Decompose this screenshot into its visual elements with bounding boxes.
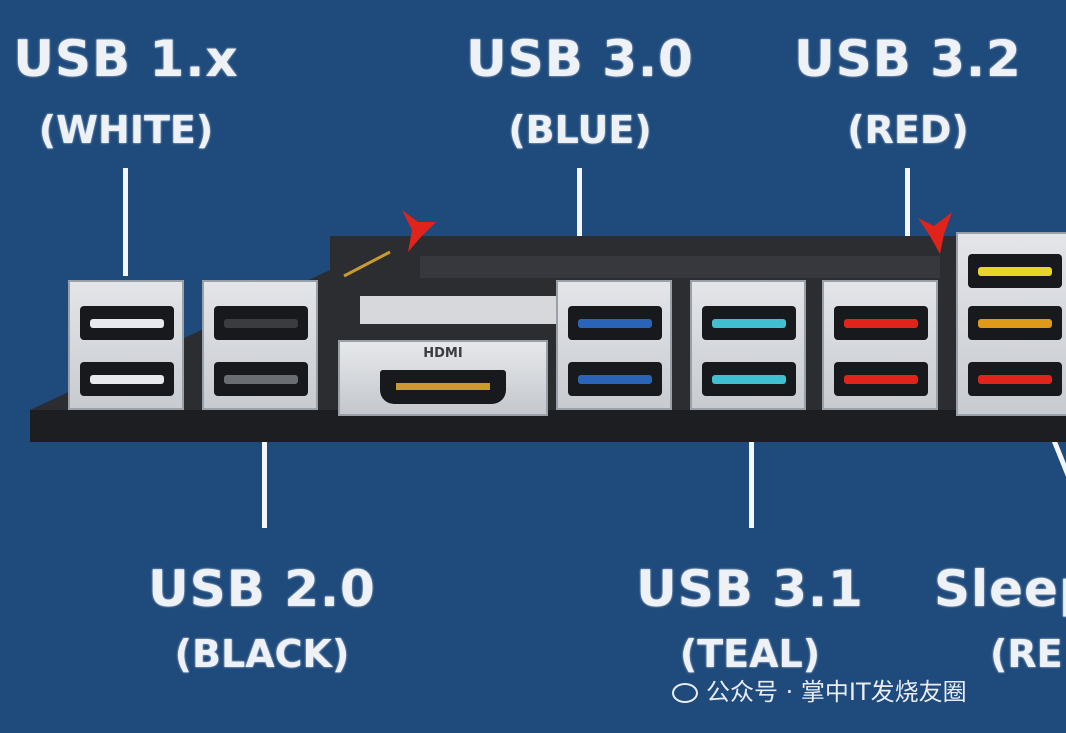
watermark: 公众号 · 掌中IT发烧友圈 [672, 672, 967, 707]
usb32-port-top [834, 306, 928, 340]
hdmi-port: HDMI [338, 340, 548, 416]
hdmi-pins [396, 383, 490, 390]
usb20-port-top [214, 306, 308, 340]
sleep-color-label: (RE [990, 632, 1063, 676]
sleep-title: Sleep [934, 560, 1066, 618]
usb30-port-stack [556, 280, 672, 410]
usb32-tongue-bottom [844, 375, 918, 384]
usb31-port-bottom [702, 362, 796, 396]
usb32-port-stack [822, 280, 938, 410]
usb30-title: USB 3.0 [466, 30, 694, 88]
usb32-title: USB 3.2 [794, 30, 1022, 88]
hdmi-socket [380, 370, 506, 404]
usb20-leader-line [262, 428, 267, 528]
sleep-tongue-red [978, 375, 1052, 384]
usb32-leader-line [905, 168, 910, 276]
usb1-title: USB 1.x [13, 30, 239, 88]
usb31-tongue-top [712, 319, 786, 328]
red-clip-left [402, 210, 436, 252]
usb20-title: USB 2.0 [148, 560, 376, 618]
usb1-tongue-bottom [90, 375, 164, 384]
usb30-color-label: (BLUE) [508, 108, 652, 152]
sleep-port-2 [968, 306, 1062, 340]
usb1-port-stack [68, 280, 184, 410]
usb20-port-bottom [214, 362, 308, 396]
usb1-color-label: (WHITE) [38, 108, 214, 152]
sleep-port-1 [968, 254, 1062, 288]
usb31-port-top [702, 306, 796, 340]
usb20-tongue-bottom [224, 375, 298, 384]
usb1-port-bottom [80, 362, 174, 396]
usb20-color-label: (BLACK) [174, 632, 350, 676]
usb31-leader-line [749, 428, 754, 528]
usb20-port-stack [202, 280, 318, 410]
usb20-tongue-top [224, 319, 298, 328]
usb31-color-label: (TEAL) [679, 632, 821, 676]
sleep-port-3 [968, 362, 1062, 396]
usb1-leader-line [123, 168, 128, 276]
usb32-port-bottom [834, 362, 928, 396]
usb30-leader-line [577, 168, 582, 276]
wechat-icon [672, 683, 698, 703]
usb30-tongue-top [578, 319, 652, 328]
sleep-port-stack [956, 232, 1066, 416]
usb32-color-label: (RED) [847, 108, 969, 152]
usb31-tongue-bottom [712, 375, 786, 384]
usb30-tongue-bottom [578, 375, 652, 384]
sleep-tongue-yellow [978, 267, 1052, 276]
watermark-text: 公众号 · 掌中IT发烧友圈 [706, 678, 967, 706]
red-clip-right [918, 212, 952, 254]
usb31-port-stack [690, 280, 806, 410]
sleep-tongue-orange [978, 319, 1052, 328]
usb1-tongue-top [90, 319, 164, 328]
hdmi-label: HDMI [423, 346, 463, 361]
usb32-tongue-top [844, 319, 918, 328]
usb30-port-top [568, 306, 662, 340]
usb31-title: USB 3.1 [636, 560, 864, 618]
usb30-port-bottom [568, 362, 662, 396]
usb1-port-top [80, 306, 174, 340]
